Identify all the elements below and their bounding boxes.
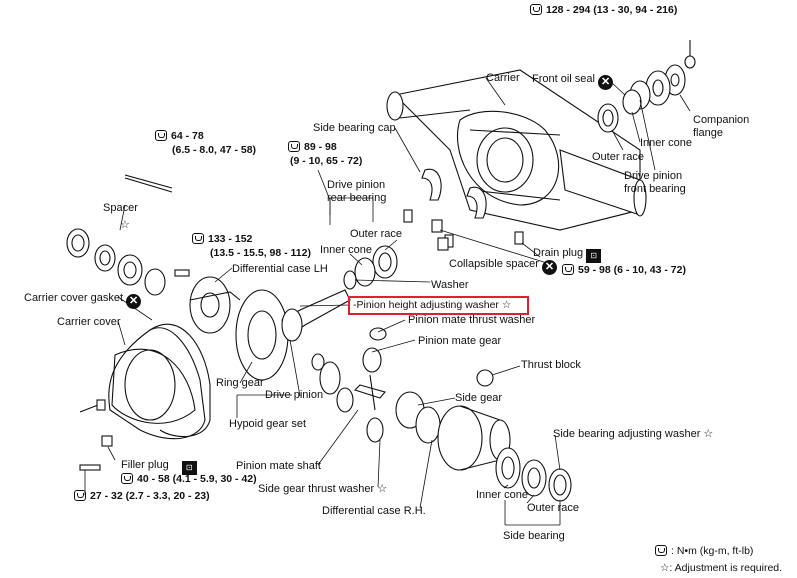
- label-pinion-mate-shaft: Pinion mate shaft: [236, 460, 321, 472]
- label-drive-pinion-rear-bearing: Drive pinion rear bearing: [327, 179, 387, 204]
- torque-40-label: 40 - 58 (4.1 - 5.9, 30 - 42): [121, 473, 257, 486]
- label-differential-case-rh: Differential case R.H.: [322, 505, 426, 517]
- label-outer-race-bottom: Outer race: [527, 502, 579, 514]
- label-side-bearing: Side bearing: [503, 530, 565, 542]
- label-side-gear: Side gear: [455, 392, 503, 404]
- torque-wrench-icon: [74, 490, 86, 501]
- label-drive-pinion-front-bearing: Drive pinion front bearing: [624, 170, 686, 195]
- label-side-gear-thrust-washer: Side gear thrust washer ☆: [258, 483, 388, 495]
- drive-pinion: [281, 289, 351, 342]
- label-differential-case-lh: Differential case LH: [232, 263, 328, 275]
- label-outer-race-mid: Outer race: [350, 228, 402, 240]
- differential-case-lh: [189, 276, 241, 334]
- lube-icon: ⊡: [181, 461, 197, 475]
- torque-89-sub: (9 - 10, 65 - 72): [290, 155, 363, 167]
- torque-wrench-icon: [288, 141, 300, 152]
- pinion-mate-area: [311, 327, 494, 444]
- torque-wrench-icon: [121, 473, 133, 484]
- left-bearing-group: [66, 174, 190, 296]
- torque-wrench-icon: [562, 264, 574, 275]
- label-carrier-cover-gasket: Carrier cover gasket ✕: [24, 292, 142, 309]
- torque-top-label: 128 - 294 (13 - 30, 94 - 216): [530, 4, 677, 17]
- bolts: [79, 399, 113, 471]
- torque-64-label: 64 - 78: [155, 130, 204, 143]
- leader-lines: [84, 77, 691, 526]
- label-side-bearing-cap: Side bearing cap: [313, 122, 396, 134]
- legend-adjustment: ☆: Adjustment is required.: [660, 562, 783, 574]
- lube-icon: ⊡: [586, 249, 602, 263]
- torque-wrench-icon: [530, 4, 542, 15]
- companion-flange-group: [597, 40, 696, 133]
- torque-wrench-icon: [192, 233, 204, 244]
- label-ring-gear: Ring gear: [216, 377, 264, 389]
- label-pinion-height-adjusting-washer: -Pinion height adjusting washer ☆: [353, 299, 512, 311]
- label-inner-cone-mid: Inner cone: [320, 244, 372, 256]
- label-drive-pinion: Drive pinion: [265, 389, 324, 401]
- legend-torque: : N•m (kg-m, ft-lb): [655, 545, 753, 558]
- torque-64-sub: (6.5 - 8.0, 47 - 58): [172, 144, 257, 156]
- highlight-box: [348, 296, 529, 315]
- torque-59-label: 59 - 98 (6 - 10, 43 - 72): [562, 264, 686, 277]
- label-front-oil-seal: Front oil seal ✕: [532, 73, 614, 90]
- torque-89-label: 89 - 98: [288, 141, 337, 154]
- torque-wrench-icon: [655, 545, 667, 556]
- label-pinion-mate-gear: Pinion mate gear: [418, 335, 502, 347]
- side-bearing-set: [495, 447, 572, 502]
- label-thrust-block: Thrust block: [521, 359, 581, 371]
- carrier-cover-gasket: [149, 323, 211, 438]
- label-companion-flange: Companion flange: [693, 114, 750, 139]
- label-side-bearing-adjusting-washer: Side bearing adjusting washer ☆: [553, 428, 714, 440]
- label-inner-cone-right: Inner cone: [640, 137, 692, 149]
- star-icon: ☆: [660, 562, 670, 574]
- label-outer-race-right: Outer race: [592, 151, 644, 163]
- torque-27-label: 27 - 32 (2.7 - 3.3, 20 - 23): [74, 490, 210, 503]
- label-washer: Washer: [431, 279, 469, 291]
- carrier-housing: [386, 69, 647, 231]
- label-spacer: Spacer: [103, 202, 138, 214]
- x-icon: ✕: [598, 75, 614, 90]
- label-inner-cone-bottom: Inner cone: [476, 489, 528, 501]
- label-carrier: Carrier: [486, 72, 520, 84]
- side-bearing-caps: [403, 168, 524, 251]
- label-collapsible-spacer: Collapsible spacer ✕: [449, 258, 557, 275]
- torque-133-sub: (13.5 - 15.5, 98 - 112): [210, 247, 311, 259]
- x-icon: ✕: [126, 294, 142, 309]
- spacer-star: ☆: [120, 219, 130, 231]
- x-icon: ✕: [541, 260, 557, 275]
- ring-gear: [235, 289, 289, 381]
- torque-wrench-icon: [155, 130, 167, 141]
- rear-bearing-group: [343, 245, 398, 290]
- label-filler-plug: Filler plug ⊡: [121, 459, 197, 475]
- label-carrier-cover: Carrier cover: [57, 316, 121, 328]
- torque-133-label: 133 - 152: [192, 233, 252, 246]
- label-drain-plug: Drain plug ⊡: [533, 247, 602, 263]
- label-hypoid-gear-set: Hypoid gear set: [229, 418, 307, 430]
- carrier-cover: [108, 327, 206, 440]
- label-pinion-mate-thrust-washer: Pinion mate thrust washer: [408, 314, 536, 326]
